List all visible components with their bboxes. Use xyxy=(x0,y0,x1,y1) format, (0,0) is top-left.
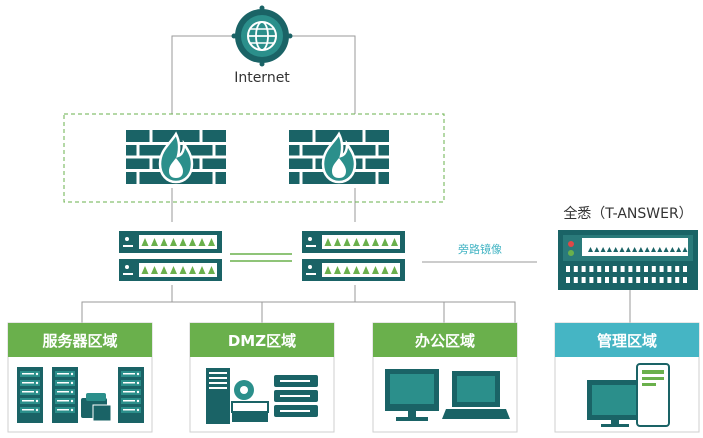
line-internet-right xyxy=(287,35,356,114)
line-internet-left xyxy=(171,35,237,114)
zone-header xyxy=(373,323,517,357)
server-rack xyxy=(17,367,43,423)
servers-icon xyxy=(17,367,144,423)
firewall-cluster-box xyxy=(63,113,445,203)
appliance-icon xyxy=(558,230,698,290)
zone-label: 服务器区域 xyxy=(42,332,117,350)
line-zone-bus xyxy=(81,301,516,323)
internet-label: Internet xyxy=(234,70,290,86)
mirror-label: 旁路镜像 xyxy=(458,242,502,256)
switch-unit xyxy=(119,259,222,281)
folder-icon xyxy=(81,393,112,422)
switch-unit xyxy=(302,259,405,281)
firewall-icon xyxy=(289,130,389,184)
zone-header xyxy=(8,323,152,357)
server-rack xyxy=(118,367,144,423)
zone-label: 管理区域 xyxy=(597,332,657,350)
globe-icon xyxy=(231,5,293,67)
zone-label: DMZ区域 xyxy=(228,332,296,350)
connection-lines xyxy=(81,35,631,323)
dmz-servers-icon xyxy=(206,368,318,424)
workstation-icon xyxy=(587,363,670,427)
switch-unit xyxy=(119,231,222,253)
firewall-icon xyxy=(126,130,226,184)
switch-link xyxy=(230,253,292,262)
monitors-icon xyxy=(385,369,510,421)
zone-header xyxy=(555,323,699,357)
zone-header xyxy=(190,323,334,357)
switch-icon xyxy=(119,231,405,281)
zone-label: 办公区域 xyxy=(415,332,475,350)
server-rack xyxy=(52,367,78,423)
switch-unit xyxy=(302,231,405,253)
tanswer-label: 全悉（T-ANSWER） xyxy=(563,205,692,222)
